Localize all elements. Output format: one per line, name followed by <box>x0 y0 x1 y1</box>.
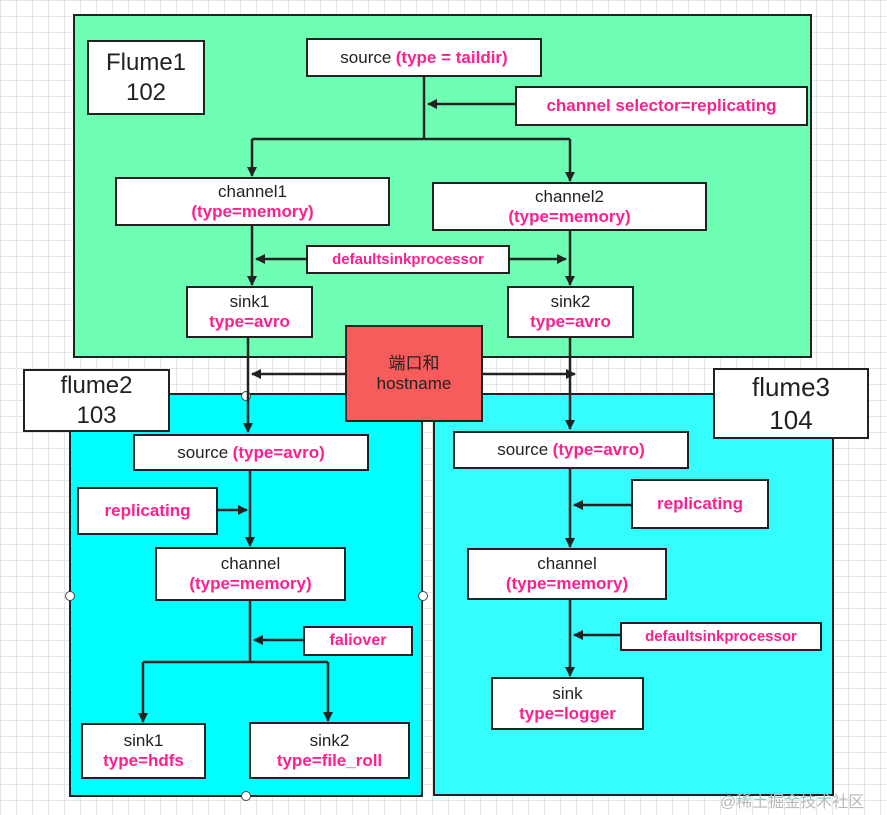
flume1-selector-label: channel selector=replicating <box>546 96 777 116</box>
flume2-channel[interactable]: channel (type=memory) <box>155 547 346 601</box>
flume3-name: flume3 <box>751 372 831 402</box>
flume2-sink2[interactable]: sink2 type=file_roll <box>249 722 410 779</box>
flume1-id: 102 <box>125 78 167 106</box>
sink1-label: sink1 <box>229 292 270 312</box>
selection-handle[interactable] <box>241 791 251 801</box>
watermark: @稀土掘金技术社区 <box>720 794 865 811</box>
flume1-sink1[interactable]: sink1 type=avro <box>186 286 313 338</box>
port-label: 端口和 <box>388 353 440 373</box>
channel1-label: channel1 <box>217 181 287 201</box>
flume1-channel1[interactable]: channel1 (type=memory) <box>115 177 390 226</box>
flume2-source[interactable]: source (type=avro) <box>133 434 369 471</box>
flume3-channel-type: (type=memory) <box>505 574 629 593</box>
flume3-sink-type: type=logger <box>519 703 616 723</box>
hostname-label: hostname <box>376 373 452 393</box>
channel1-type: (type=memory) <box>191 201 314 221</box>
flume3-processor[interactable]: defaultsinkprocessor <box>620 622 822 651</box>
flume2-processor-label: faliover <box>329 631 387 649</box>
flume1-sink2[interactable]: sink2 type=avro <box>507 286 634 338</box>
flume3-processor-label: defaultsinkprocessor <box>645 627 797 645</box>
flume3-selector-label: replicating <box>657 494 743 514</box>
flume3-channel-label: channel <box>537 554 597 574</box>
flume2-channel-type: (type=memory) <box>189 574 312 593</box>
flume3-source-label: source <box>497 440 549 460</box>
channel2-label: channel2 <box>534 186 604 206</box>
selection-handle[interactable] <box>418 591 428 601</box>
flume1-processor-label: defaultsinkprocessor <box>332 250 484 268</box>
flume1-agent-label: Flume1 102 <box>87 40 205 115</box>
channel2-type: (type=memory) <box>508 206 631 226</box>
flume3-source-type: (type=avro) <box>552 440 645 460</box>
flume2-sink2-label: sink2 <box>309 730 350 750</box>
flume2-processor[interactable]: faliover <box>303 626 413 656</box>
flume2-name: flume2 <box>60 371 133 399</box>
selection-handle[interactable] <box>241 391 251 401</box>
flume2-sink1-label: sink1 <box>123 731 164 751</box>
flume3-source[interactable]: source (type=avro) <box>453 431 689 469</box>
flume2-source-label: source <box>177 442 229 462</box>
sink2-label: sink2 <box>550 292 591 312</box>
flume2-sink1[interactable]: sink1 type=hdfs <box>81 723 206 779</box>
flume2-selector-label: replicating <box>104 501 191 521</box>
flume3-selector[interactable]: replicating <box>631 479 769 529</box>
flume2-id: 103 <box>76 401 117 429</box>
flume1-channel2[interactable]: channel2 (type=memory) <box>432 182 707 231</box>
flume3-agent-label: flume3 104 <box>713 368 869 439</box>
flume2-source-type: (type=avro) <box>232 442 325 462</box>
flume1-selector[interactable]: channel selector=replicating <box>515 86 808 126</box>
flume1-source-label: source <box>340 47 392 67</box>
flume2-sink2-type: type=file_roll <box>276 750 383 770</box>
flume2-selector[interactable]: replicating <box>77 487 218 535</box>
flume2-sink1-type: type=hdfs <box>103 751 184 770</box>
flume3-id: 104 <box>769 404 813 435</box>
selection-handle[interactable] <box>65 591 75 601</box>
flume2-channel-label: channel <box>220 554 281 574</box>
flume3-channel[interactable]: channel (type=memory) <box>467 548 667 600</box>
flume3-sink-label: sink <box>552 683 583 703</box>
sink1-type: type=avro <box>209 312 290 331</box>
flume1-processor[interactable]: defaultsinkprocessor <box>306 245 510 274</box>
flume1-source-type: (type = taildir) <box>395 47 508 67</box>
sink2-type: type=avro <box>530 312 611 331</box>
flume2-agent-label: flume2 103 <box>23 369 170 432</box>
flume3-sink[interactable]: sink type=logger <box>491 677 644 730</box>
port-hostname-box[interactable]: 端口和 hostname <box>345 325 483 422</box>
flume1-source[interactable]: source (type = taildir) <box>306 38 542 77</box>
flume1-name: Flume1 <box>105 48 187 76</box>
